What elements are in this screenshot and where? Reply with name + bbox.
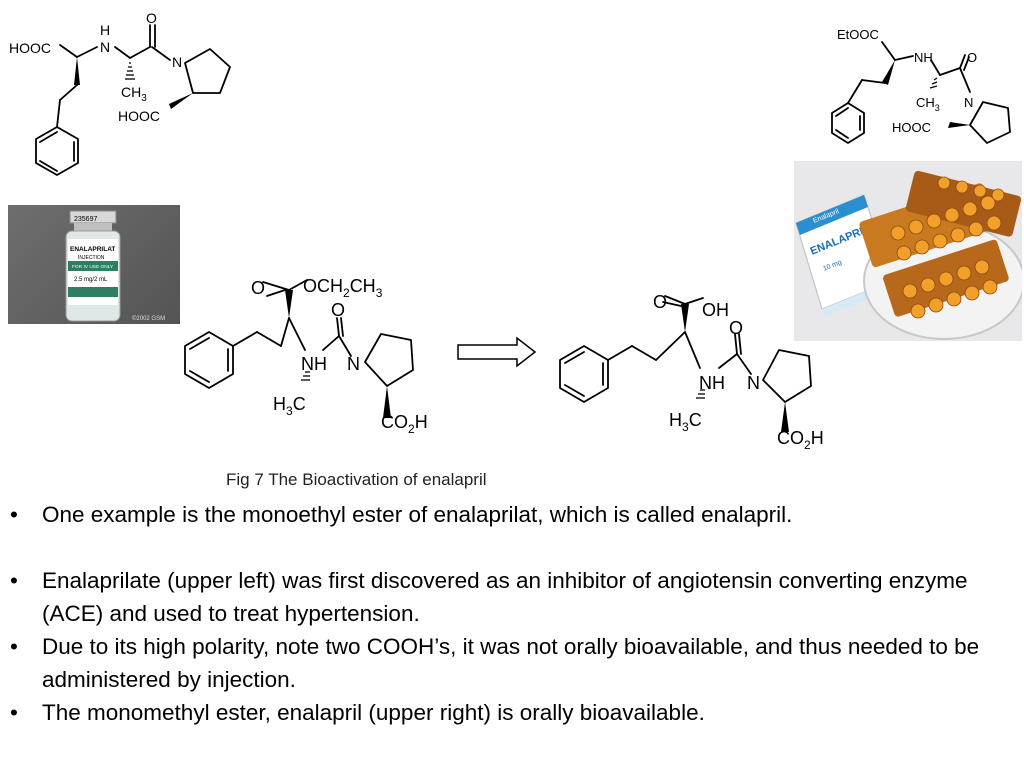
right-ketone-o: O (653, 292, 667, 312)
bioactivation-arrow (457, 336, 537, 368)
enalaprilat-hooc-bottom: HOOC (118, 108, 160, 124)
enalaprilat-nh-n: N (100, 39, 110, 55)
vial-image: 235697 ENALAPRILAT INJECTION FOR IV USE … (65, 210, 165, 322)
bullet-text: Enalaprilate (upper left) was first disc… (42, 568, 968, 626)
right-ring-n: N (747, 373, 760, 393)
right-amide-o: O (729, 318, 743, 338)
left-ketone-o: O (251, 278, 265, 298)
figure-caption: Fig 7 The Bioactivation of enalapril (226, 470, 487, 489)
enalapril-nh: NH (914, 50, 933, 65)
left-ester-group: OCH2CH3 (303, 276, 383, 300)
bullet-text: One example is the monoethyl ester of en… (42, 502, 793, 527)
bullet-item: • The monomethyl ester, enalapril (upper… (8, 696, 1008, 729)
right-nh: NH (699, 373, 725, 393)
enalaprilat-vial-photo: 235697 ENALAPRILAT INJECTION FOR IV USE … (8, 205, 180, 324)
bullet-item: • Enalaprilate (upper left) was first di… (8, 564, 1008, 630)
enalaprilat-ch3: CH3 (121, 84, 147, 104)
enalaprilat-carbonyl-o: O (146, 10, 157, 26)
bullet-text: Due to its high polarity, note two COOH’… (42, 634, 980, 692)
vial-dose-label: 2.5 mg/2 mL (74, 277, 108, 283)
bullet-dot: • (10, 700, 18, 725)
enalapril-tablets-photo: Enalapril ENALAPRIL 10 mg (794, 161, 1022, 341)
bullet-dot: • (10, 568, 18, 593)
bullet-text: The monomethyl ester, enalapril (upper r… (42, 700, 705, 725)
vial-copyright: ©2002 GSM (132, 315, 165, 322)
vial-use-label: FOR IV USE ONLY (72, 264, 114, 270)
enalapril-etooc: EtOOC (837, 27, 879, 42)
bullet-item: • One example is the monoethyl ester of … (8, 498, 1008, 531)
enalaprilat-hooc-left: HOOC (9, 40, 51, 56)
enalapril-ch3: CH3 (916, 95, 940, 113)
enalaprilat-nh-h: H (100, 22, 110, 38)
left-co2h: CO2H (381, 412, 428, 436)
enalaprilat-structure: HOOC N H O N CH3 HOOC (9, 10, 231, 176)
bullet-dot: • (10, 634, 18, 659)
enalapril-ring-n: N (964, 95, 973, 110)
right-h3c: H3C (669, 410, 702, 434)
right-oh: OH (702, 300, 729, 320)
vial-brand-label: ENALAPRILAT (70, 246, 115, 253)
bullet-item: • Due to its high polarity, note two COO… (8, 630, 1008, 696)
right-co2h: CO2H (777, 428, 824, 452)
bullet-list: • One example is the monoethyl ester of … (8, 498, 1008, 729)
tablets-image: Enalapril ENALAPRIL 10 mg (795, 170, 1022, 340)
enalaprilat-ring-n: N (172, 54, 182, 70)
left-h3c: H3C (273, 394, 306, 418)
enalapril-carbonyl-o: O (967, 50, 977, 65)
vial-code-label: 235697 (74, 216, 97, 223)
bioactivation-scheme: O OCH2CH3 O NH N H3C CO2H O OH O NH N H3… (184, 276, 824, 452)
left-amide-o: O (331, 300, 345, 320)
vial-sub-label: INJECTION (78, 255, 105, 261)
bullet-dot: • (10, 502, 18, 527)
enalapril-hooc: HOOC (892, 120, 931, 135)
enalapril-structure: EtOOC NH O CH3 N HOOC (831, 27, 1011, 144)
left-nh: NH (301, 354, 327, 374)
left-ring-n: N (347, 354, 360, 374)
